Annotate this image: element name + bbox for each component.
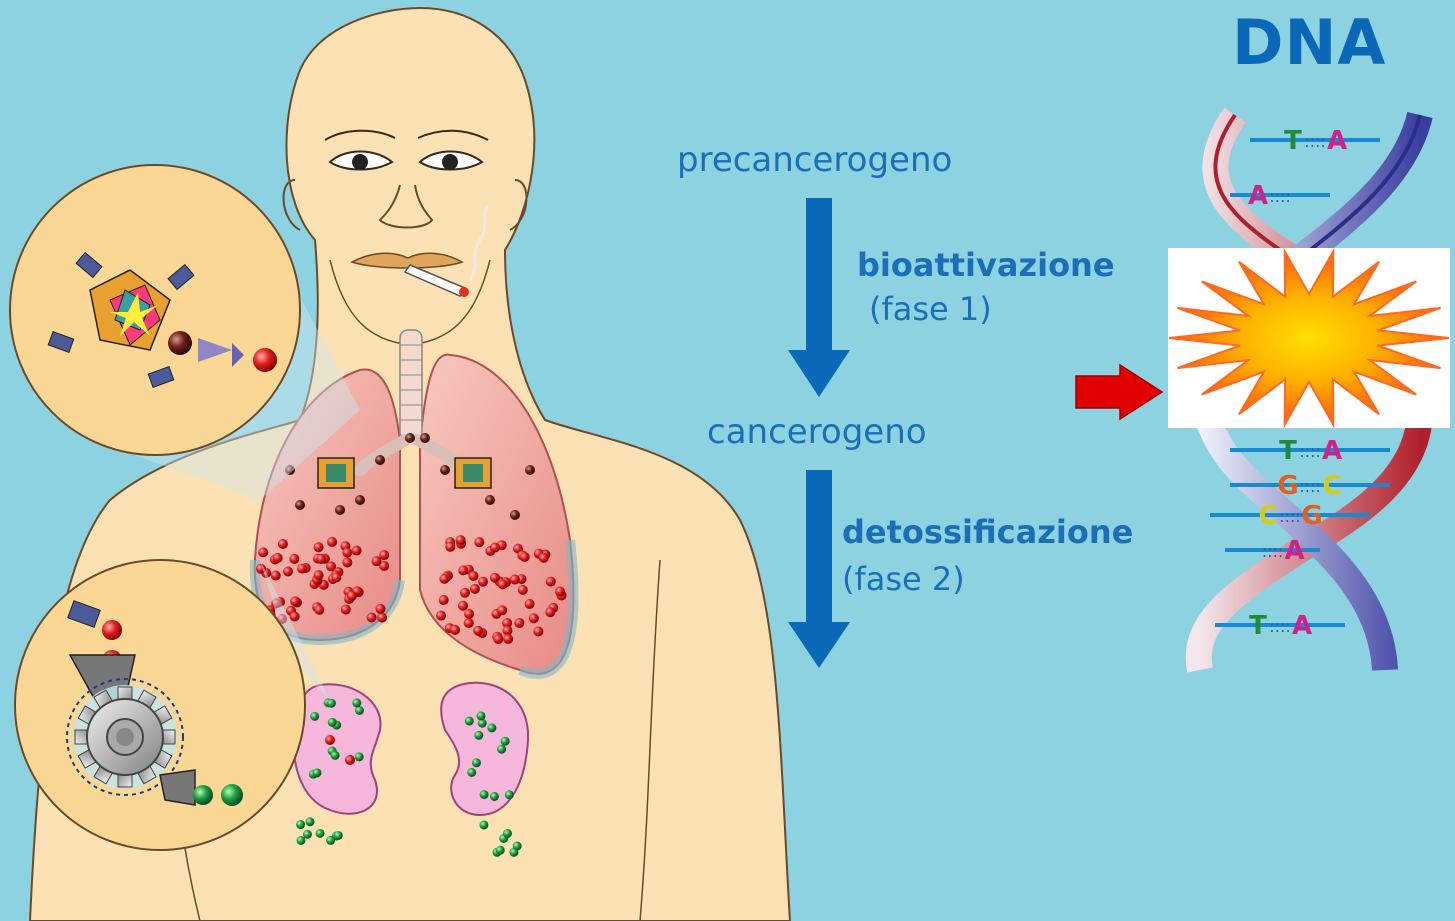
dna-base-left: C [1258, 501, 1277, 531]
gear-icon [73, 685, 177, 789]
dna-damage-panel [1168, 248, 1450, 428]
precursor-label: precancerogeno [677, 140, 952, 180]
dna-title: DNA [1232, 6, 1386, 79]
damage-arrow [1076, 365, 1162, 419]
dna-base-right: A [1284, 536, 1304, 566]
phase2-name: detossificazione [842, 513, 1133, 551]
svg-text:::::: :::: [1262, 542, 1284, 561]
svg-text:::::: :::: [1269, 617, 1291, 636]
dna-base-right: A [1322, 436, 1342, 466]
dna-base-left: A [1248, 181, 1268, 211]
svg-text:::::: :::: [1299, 477, 1321, 496]
dna-base-left: T [1279, 436, 1297, 466]
dna-base-right: A [1327, 126, 1347, 156]
svg-text:::::: :::: [1299, 442, 1321, 461]
product-label: cancerogeno [707, 412, 927, 452]
svg-text:::::: :::: [1304, 132, 1326, 151]
dna-base-right: C [1322, 471, 1341, 501]
dna-base-right: G [1301, 501, 1322, 531]
dna-base-left: G [1277, 471, 1298, 501]
dna-base-left: T [1284, 126, 1302, 156]
phase2-label: (fase 2) [842, 560, 965, 598]
phase1-label: (fase 1) [869, 290, 992, 328]
svg-text:::::: :::: [1269, 187, 1291, 206]
dna-base-right: A [1292, 611, 1312, 641]
phase1-name: bioattivazione [857, 246, 1115, 284]
dna-base-left: T [1249, 611, 1267, 641]
svg-text:::::: :::: [1279, 507, 1301, 526]
